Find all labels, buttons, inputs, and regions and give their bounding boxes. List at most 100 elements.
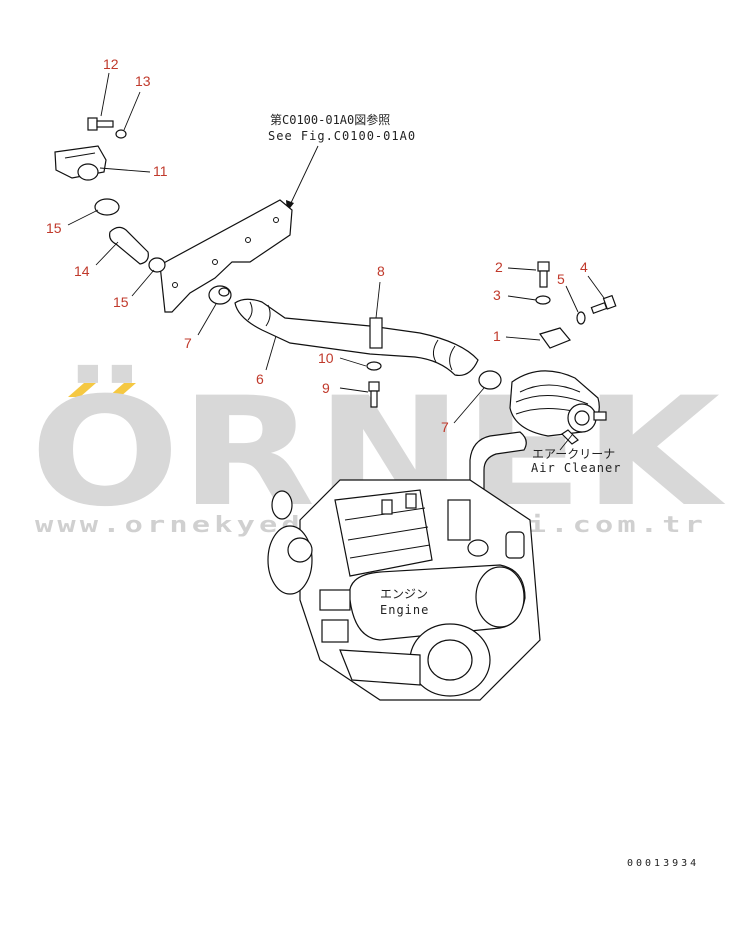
leader-9 [339, 387, 369, 393]
leader-12 [100, 72, 110, 117]
bracket-1 [539, 327, 571, 349]
bracket-hole-4 [273, 217, 279, 223]
hose-6-body [234, 298, 479, 377]
reference-leader [289, 145, 319, 206]
engine-label-jp: エンジン [380, 587, 428, 601]
washer-13 [115, 129, 127, 139]
bolt-12-shank [96, 120, 114, 128]
reference-en: See Fig.C0100-01A0 [268, 129, 416, 143]
air-cleaner-label-en: Air Cleaner [531, 461, 621, 475]
reference-jp: 第C0100-01A0図参照 [270, 112, 390, 127]
leader-5 [565, 285, 579, 313]
clamp-7-right [478, 370, 502, 390]
washer-3 [535, 295, 551, 305]
engine-detail-4 [467, 539, 489, 557]
engine-detail-1 [381, 499, 393, 515]
leader-10 [339, 357, 367, 367]
engine-detail-3 [447, 499, 471, 541]
air-cleaner-cap-center [574, 410, 590, 426]
air-cleaner-leader [559, 434, 573, 451]
engine-flywheel [427, 639, 473, 681]
bolt-2-shank [539, 270, 548, 288]
drawing-code: 00013934 [627, 858, 699, 869]
bracket-hole-2 [212, 259, 218, 265]
callout-11: 11 [153, 163, 168, 179]
bracket-11-boss [77, 163, 99, 181]
callout-15b: 15 [113, 294, 129, 310]
leader-11 [99, 167, 151, 173]
bolt-4-shank [590, 302, 608, 314]
callout-12: 12 [103, 56, 119, 72]
bolt-2 [537, 261, 550, 288]
bolt-9-shank [370, 390, 378, 408]
leader-3 [507, 295, 537, 301]
engine-exhaust-pipe [505, 531, 525, 559]
callout-14: 14 [74, 263, 90, 279]
engine-alternator [271, 490, 293, 520]
leader-7a [197, 303, 217, 336]
leader-1 [505, 336, 541, 341]
callout-leaders [67, 72, 605, 424]
leader-15a [67, 209, 99, 226]
bracket-11-edge [64, 152, 96, 159]
hose-14 [109, 226, 149, 265]
callout-numbers: 12 13 11 15 14 15 7 6 8 10 9 2 5 4 3 1 7 [46, 56, 588, 435]
engine-oil-pan [339, 649, 421, 686]
callout-5: 5 [557, 271, 565, 287]
callout-4: 4 [580, 259, 588, 275]
callout-9: 9 [322, 380, 330, 396]
bracket-plate [159, 199, 293, 313]
air-cleaner-outlet [593, 411, 607, 421]
engine-detail-6 [321, 619, 349, 643]
washer-5 [576, 311, 586, 325]
leader-2 [507, 267, 537, 271]
callout-7a: 7 [184, 335, 192, 351]
leader-8 [375, 281, 381, 319]
outlet-hose [469, 431, 527, 491]
bolt-12-head [87, 117, 98, 131]
clamp-15-upper [94, 198, 120, 216]
band-8 [369, 317, 383, 349]
callout-10: 10 [318, 350, 334, 366]
callout-3: 3 [493, 287, 501, 303]
leader-14 [95, 241, 119, 266]
air-cleaner-band-1 [519, 384, 581, 393]
callout-13: 13 [135, 73, 151, 89]
hose-6-rib-4 [449, 345, 456, 371]
leader-7b [453, 387, 485, 424]
bolt-2-head [537, 261, 550, 272]
engine-detail-2 [405, 493, 417, 509]
callout-6: 6 [256, 371, 264, 387]
hose-6-rib-3 [432, 339, 439, 363]
clamp-7-left-screw [218, 287, 230, 297]
callout-1: 1 [493, 328, 501, 344]
callout-15a: 15 [46, 220, 62, 236]
engine-detail-5 [319, 589, 351, 611]
bracket-hole-1 [172, 282, 178, 288]
callout-2: 2 [495, 259, 503, 275]
watermark-accent-left [68, 383, 96, 397]
engine-cover-line-3 [349, 544, 431, 559]
engine-label-en: Engine [380, 603, 429, 617]
air-cleaner-band-2 [515, 394, 589, 405]
engine-muffler-end [475, 566, 525, 628]
engine-pulley [287, 537, 313, 563]
bolt-12 [87, 117, 114, 131]
hose-6 [234, 298, 479, 377]
bolt-9-head [368, 381, 380, 392]
engine-assembly [267, 479, 541, 701]
bracket-hole-3 [245, 237, 251, 243]
bolt-9 [368, 381, 380, 408]
leader-4 [587, 275, 605, 299]
engine-cover-line-2 [347, 526, 429, 541]
hose-6-rib-2 [265, 304, 271, 327]
air-cleaner-label-jp: エアークリーナ [532, 447, 615, 461]
leader-15b [131, 269, 155, 297]
leader-13 [123, 91, 141, 131]
bolt-4 [590, 294, 617, 314]
callout-8: 8 [377, 263, 385, 279]
bracket-11 [54, 145, 107, 181]
watermark-accent-right [108, 383, 136, 397]
